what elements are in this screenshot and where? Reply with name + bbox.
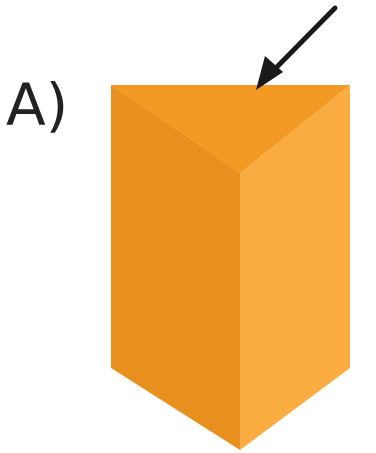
prism-right-face xyxy=(240,85,350,450)
prism-top-face xyxy=(111,85,350,173)
pointer-arrow-shaft xyxy=(265,5,338,79)
option-label: A) xyxy=(6,71,69,139)
pointer-arrow-head xyxy=(256,56,283,90)
pointer-arrow-icon xyxy=(256,5,338,90)
prism-left-face xyxy=(111,85,240,450)
